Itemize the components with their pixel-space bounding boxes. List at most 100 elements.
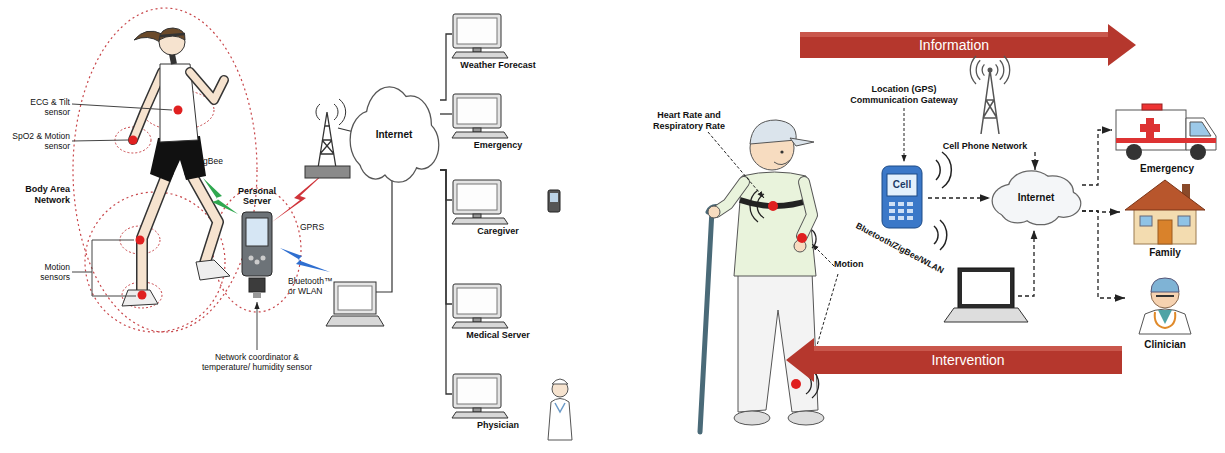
bandL-node: Intervention xyxy=(786,338,1122,382)
cap-brim xyxy=(790,138,814,146)
node-label: Personal Server xyxy=(226,186,288,206)
neck xyxy=(172,54,174,64)
eye xyxy=(780,150,783,153)
node-label: Cell Phone Network xyxy=(930,141,1040,151)
glasses xyxy=(1156,295,1174,297)
node-label: Internet xyxy=(348,129,440,141)
leg-outline xyxy=(142,172,168,292)
stand xyxy=(473,408,481,412)
connector xyxy=(1082,211,1125,298)
phone-key xyxy=(898,216,904,220)
house-wall xyxy=(1134,208,1196,244)
shoe xyxy=(196,260,230,280)
phone-key xyxy=(907,216,913,220)
keyboard xyxy=(452,52,508,58)
screen xyxy=(457,288,497,314)
pda-button xyxy=(261,256,266,261)
sensor-dot xyxy=(136,236,145,245)
ponytail xyxy=(134,31,162,42)
pda-button xyxy=(249,256,254,261)
screen xyxy=(457,18,497,44)
shoe xyxy=(788,411,824,425)
hair xyxy=(159,28,185,40)
monitor xyxy=(453,94,501,128)
node-label: Intervention xyxy=(814,352,1122,368)
pda-button xyxy=(255,260,260,265)
annotation-label: Heart Rate and Respiratory Rate xyxy=(636,110,742,131)
keyboard xyxy=(452,132,508,138)
phone-shape xyxy=(876,166,928,228)
amb-node: Emergency xyxy=(1112,92,1222,176)
house-window xyxy=(1178,216,1190,226)
annotation-label: SpO2 & Motion sensor xyxy=(4,131,70,151)
keyboard xyxy=(452,412,508,418)
node-label: Cell xyxy=(887,179,917,191)
arm-outline xyxy=(190,72,224,100)
annotation-label: Location (GPS) Communication Gateway xyxy=(845,84,963,105)
radio-wave xyxy=(982,64,998,75)
sensor-module xyxy=(249,278,265,292)
pda-node: Personal Server xyxy=(226,186,288,306)
tower-lattice xyxy=(318,112,336,168)
body-area-network xyxy=(73,8,301,332)
house-window xyxy=(1140,216,1152,226)
sensor-tip xyxy=(253,292,261,298)
leaders-right xyxy=(708,108,951,376)
light-bar xyxy=(1142,104,1162,110)
leader-line xyxy=(257,302,258,350)
connector xyxy=(440,170,452,304)
band-arrow xyxy=(786,338,1122,382)
head xyxy=(159,29,185,55)
wire xyxy=(1018,230,1034,296)
annotation-label: GPRS xyxy=(300,222,330,232)
node-label: Clinician xyxy=(1125,339,1205,351)
annotation-label: Motion sensors xyxy=(14,262,70,282)
phone-node: Cell xyxy=(876,166,928,228)
phone-key xyxy=(907,202,913,206)
pc-node: Weather Forecast xyxy=(452,12,544,78)
ambulance-window xyxy=(1190,122,1211,136)
leader-line xyxy=(904,108,905,162)
smile xyxy=(774,160,790,165)
cap xyxy=(750,120,796,144)
ambulance-stripe xyxy=(1116,138,1216,143)
elderly-man xyxy=(700,120,824,432)
zigbee-bolt xyxy=(203,178,238,214)
phone-screen xyxy=(887,174,917,196)
phone-body xyxy=(882,166,922,228)
stand xyxy=(473,48,481,52)
annotation-label: Bluetooth/ZigBee/WLAN xyxy=(846,216,953,279)
arm-outline xyxy=(716,182,744,212)
phone-key xyxy=(889,202,895,206)
node-label: Emergency xyxy=(1112,163,1222,175)
node-label: Information xyxy=(800,37,1108,53)
sensor-dot xyxy=(174,106,183,115)
sleeve xyxy=(802,182,812,236)
leader-line xyxy=(708,132,764,198)
pc-node: Emergency xyxy=(452,92,544,158)
tower-base xyxy=(305,166,350,178)
antenna-tip xyxy=(988,68,993,73)
cloud-node: Internet xyxy=(348,85,440,185)
screen xyxy=(457,184,497,210)
arm xyxy=(133,72,162,140)
wire xyxy=(376,178,392,292)
band-highlight xyxy=(800,32,1108,37)
monitor xyxy=(334,282,376,314)
monitor xyxy=(453,14,501,48)
hand xyxy=(708,206,720,218)
annotation-label: Body Area Network xyxy=(20,184,70,205)
screen xyxy=(457,98,497,124)
pda-body xyxy=(242,212,272,276)
wlan-bolt xyxy=(280,248,330,272)
nurse-cap xyxy=(552,379,568,384)
nurse-collar xyxy=(555,403,565,412)
stethoscope xyxy=(1155,312,1176,328)
connector xyxy=(440,113,452,114)
annotation-label: ZigBee xyxy=(196,156,236,166)
annotation-label: Bluetooth™ or WLAN xyxy=(288,276,334,296)
